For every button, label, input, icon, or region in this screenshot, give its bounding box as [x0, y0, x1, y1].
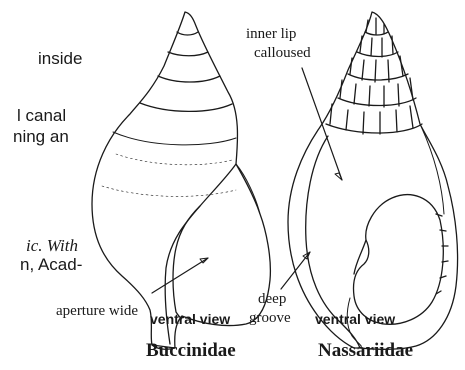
buccinidae-shell	[92, 12, 270, 349]
pointer-inner-lip	[302, 68, 342, 180]
nassariidae-suture-5	[326, 124, 422, 133]
buccinidae-suture-3	[158, 76, 220, 82]
label-ventral-view-left: ventral view	[150, 311, 230, 327]
pointer-aperture-wide	[152, 258, 208, 293]
label-groove: groove	[249, 310, 291, 327]
buccinidae-aperture	[173, 164, 236, 318]
label-ventral-view-right: ventral view	[315, 311, 395, 327]
nassariidae-suture-3	[348, 74, 408, 80]
nassariidae-suture-4	[338, 98, 416, 106]
label-calloused: calloused	[254, 45, 311, 62]
nassariidae-outline	[288, 12, 458, 349]
buccinidae-body-line	[113, 132, 236, 145]
label-deep: deep	[258, 291, 286, 308]
nassariidae-aperture	[353, 195, 443, 325]
label-aperture-wide: aperture wide	[56, 303, 138, 320]
label-inner-lip: inner lip	[246, 26, 296, 43]
buccinidae-outline	[92, 12, 270, 348]
nassariidae-suture-2	[357, 52, 398, 57]
buccinidae-suture-1	[177, 32, 198, 35]
family-name-nassariidae: Nassariidae	[318, 340, 413, 362]
buccinidae-suture-4	[140, 103, 232, 111]
family-name-buccinidae: Buccinidae	[146, 340, 236, 362]
buccinidae-suture-2	[168, 52, 208, 56]
nassariidae-shell	[288, 12, 458, 349]
